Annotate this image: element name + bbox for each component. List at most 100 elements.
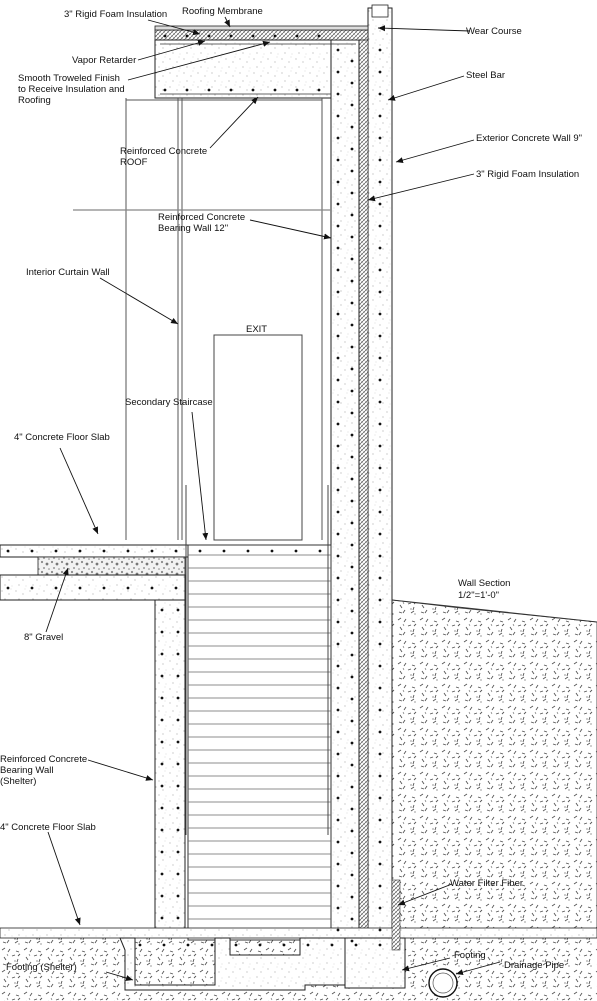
rebar-dot (185, 34, 189, 38)
exterior-concrete-wall (367, 7, 393, 969)
leader-rigid-foam-wall (367, 173, 475, 202)
roof-slab (154, 39, 332, 99)
label-water-filter: Water Filter Fiber (450, 878, 524, 889)
rebar-dot (160, 850, 164, 854)
label-shelter-wall: Reinforced Concrete Bearing Wall (Shelte… (0, 754, 88, 787)
rebar-dot (350, 653, 354, 657)
rebar-dot (336, 928, 340, 932)
leader-shelter-wall (87, 759, 154, 781)
rebar-dot (198, 549, 202, 553)
rebar-dot (330, 943, 334, 947)
rebar-dot (378, 620, 382, 624)
rebar-dot (350, 103, 354, 107)
rebar-dot (160, 652, 164, 656)
rebar-dot (350, 675, 354, 679)
rebar-dot (174, 549, 178, 553)
rebar-dot (336, 92, 340, 96)
rebar-dot (378, 708, 382, 712)
rebar-dot (378, 554, 382, 558)
rebar-dot (336, 136, 340, 140)
rebar-dot (350, 59, 354, 63)
rebar-dot (378, 796, 382, 800)
rebar-dot (160, 916, 164, 920)
rebar-dot (258, 943, 262, 947)
rebar-dot (378, 290, 382, 294)
rebar-dot (336, 202, 340, 206)
rebar-dot (282, 943, 286, 947)
rebar-dot (350, 323, 354, 327)
rebar-dot (350, 917, 354, 921)
rebar-dot (336, 752, 340, 756)
rebar-dot (174, 586, 178, 590)
rebar-dot (222, 549, 226, 553)
drawing-scale: 1/2"=1'-0" (458, 590, 500, 601)
rebar-dot (350, 785, 354, 789)
label-gravel: 8" Gravel (24, 632, 64, 643)
water-filter-fiber (391, 879, 401, 951)
rebar-dot (336, 664, 340, 668)
rebar-dot (350, 609, 354, 613)
rebar-dot (336, 378, 340, 382)
leader-water-filter (397, 883, 453, 906)
rebar-dot (350, 939, 354, 943)
rebar-dot (350, 257, 354, 261)
drainage-pipe-inner (432, 972, 454, 994)
rebar-dot (176, 674, 180, 678)
rebar-dot (378, 818, 382, 822)
rebar-dot (350, 521, 354, 525)
rebar-dot (102, 549, 106, 553)
rebar-dot (378, 466, 382, 470)
rebar-dot (378, 532, 382, 536)
rebar-dot (336, 840, 340, 844)
rebar-dot (350, 741, 354, 745)
rebar-dot (160, 608, 164, 612)
label-wear-course: Wear Course (466, 26, 522, 37)
rebar-dot (163, 88, 167, 92)
rebar-dot (350, 565, 354, 569)
leader-floor-slab-top (59, 447, 99, 535)
rebar-dot (336, 180, 340, 184)
rebar-dot (378, 114, 382, 118)
rebar-dot (336, 422, 340, 426)
label-exterior-wall: Exterior Concrete Wall 9" (476, 133, 582, 144)
rebar-dot (378, 224, 382, 228)
rebar-dot (207, 34, 211, 38)
rebar-dot (378, 752, 382, 756)
rebar-dot (378, 356, 382, 360)
leader-drainage-pipe (455, 961, 501, 976)
rebar-dot (176, 916, 180, 920)
rebar-dot (378, 136, 382, 140)
rebar-dot (336, 884, 340, 888)
rebar-dot (336, 466, 340, 470)
rebar-dot (160, 828, 164, 832)
label-steel-bar: Steel Bar (466, 70, 506, 81)
rebar-dot (336, 268, 340, 272)
rebar-dot (350, 191, 354, 195)
rebar-dot (251, 34, 255, 38)
rebar-dot (336, 246, 340, 250)
rebar-dot (317, 88, 321, 92)
staircase (187, 544, 332, 941)
rebar-dot (378, 598, 382, 602)
rebar-dot (336, 400, 340, 404)
rebar-dot (294, 549, 298, 553)
rebar-dot (295, 34, 299, 38)
leader-footing-shelter (105, 971, 134, 981)
rebar-dot (378, 642, 382, 646)
rebar-dot (336, 554, 340, 558)
rebar-dot (186, 943, 190, 947)
rebar-dot (350, 367, 354, 371)
wall-top-cap (371, 4, 389, 18)
grade-line (391, 599, 597, 623)
rebar-dot (350, 389, 354, 393)
rebar-dot (378, 48, 382, 52)
rebar-dot (176, 740, 180, 744)
rebar-dot (30, 549, 34, 553)
rebar-dot (336, 642, 340, 646)
exit-door (213, 334, 303, 541)
rebar-dot (138, 943, 142, 947)
rebar-dot (378, 92, 382, 96)
rebar-dot (336, 818, 340, 822)
rebar-dot (378, 943, 382, 947)
rebar-dot (350, 851, 354, 855)
